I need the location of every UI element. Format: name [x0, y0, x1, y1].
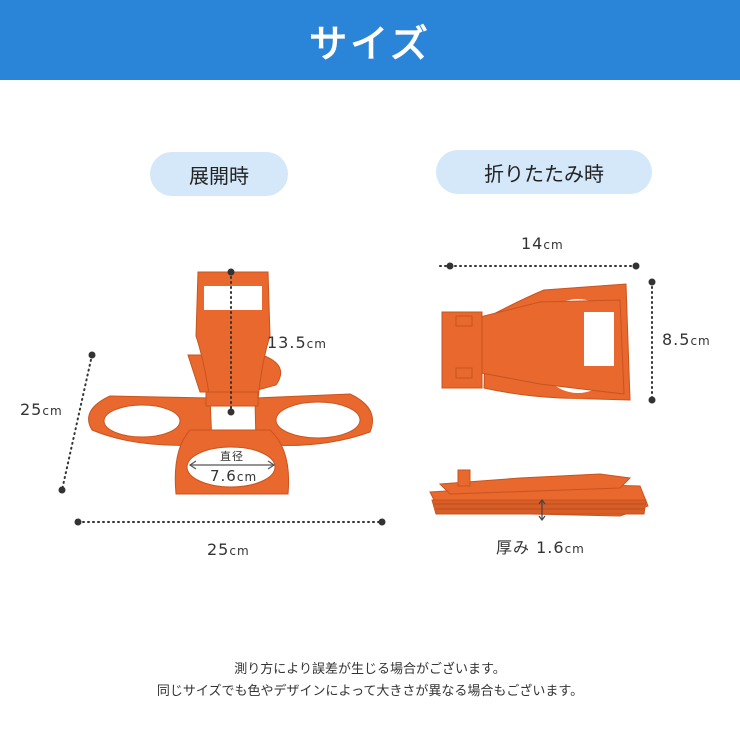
folded-product-image [441, 283, 631, 401]
expanded-height-unit: cm [306, 337, 327, 351]
folded-height-label: 8.5cm [662, 330, 711, 349]
expanded-height-value: 13.5 [267, 333, 307, 352]
expanded-label: 展開時 [189, 163, 249, 188]
diameter-arrow [188, 460, 276, 470]
thickness-value: 1.6 [536, 538, 565, 557]
folded-side-image [429, 469, 649, 517]
diameter-caption: 直径 [220, 450, 244, 463]
expanded-label-pill: 展開時 [150, 152, 288, 196]
expanded-diagonal-value: 25 [20, 400, 43, 419]
folded-height-unit: cm [690, 334, 711, 348]
thickness-unit: cm [564, 542, 585, 556]
diagonal-dim-line [61, 354, 93, 491]
folded-width-value: 14 [521, 234, 544, 253]
diameter-unit: cm [236, 470, 258, 484]
note-line-1: 測り方により誤差が生じる場合がございます。 [234, 662, 506, 677]
folded-height-value: 8.5 [662, 330, 691, 349]
thickness-caption: 厚み [496, 538, 531, 557]
expanded-diagonal-unit: cm [42, 404, 63, 418]
expanded-product-image [88, 271, 373, 495]
diameter-value: 7.6 [210, 467, 237, 485]
folded-width-unit: cm [543, 238, 564, 252]
note-line-2: 同じサイズでも色やデザインによって大きさが異なる場合もございます。 [156, 684, 584, 699]
dimension-end-dots [58, 262, 656, 526]
expanded-dimension-lines [61, 265, 653, 523]
header-bar: サイズ [0, 0, 740, 80]
folded-label: 折りたたみ時 [484, 161, 604, 186]
page-title: サイズ [309, 21, 431, 66]
expanded-height-label: 13.5cm [267, 333, 327, 352]
thickness-label: 厚み 1.6cm [496, 534, 585, 558]
expanded-width-unit: cm [229, 544, 250, 558]
expanded-width-label: 25cm [207, 540, 250, 559]
folded-label-pill: 折りたたみ時 [436, 150, 652, 194]
expanded-diagonal-label: 25cm [20, 400, 63, 419]
folded-width-label: 14cm [521, 234, 564, 253]
expanded-width-value: 25 [207, 540, 230, 559]
thickness-arrow [538, 499, 546, 521]
diameter-label: 7.6cm [210, 467, 257, 485]
